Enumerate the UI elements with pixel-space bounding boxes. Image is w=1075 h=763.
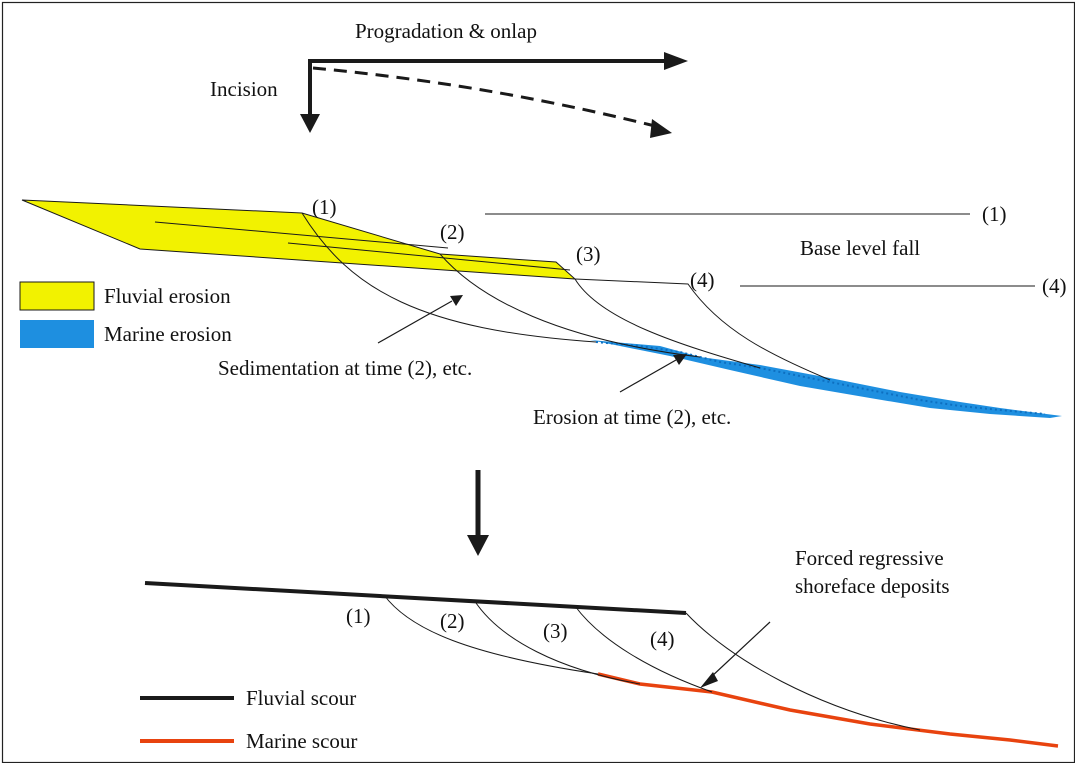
legend-fluvial-scour: Fluvial scour	[140, 686, 356, 710]
lower-time-1-label: (1)	[346, 604, 371, 628]
legend-marine-scour: Marine scour	[140, 729, 357, 753]
base-level-fall-label: Base level fall	[800, 236, 920, 260]
lower-time-4-label: (4)	[650, 627, 675, 651]
sedimentation-label: Sedimentation at time (2), etc.	[218, 356, 472, 380]
fluvial-erosion-legend-label: Fluvial erosion	[104, 284, 231, 308]
dashed-trajectory-arrow	[312, 66, 672, 138]
upper-time-4-label: (4)	[690, 268, 715, 292]
progradation-label: Progradation & onlap	[355, 19, 537, 43]
fluvial-erosion-swatch	[19, 281, 95, 311]
upper-time-2-label: (2)	[440, 220, 465, 244]
marine-scour-legend-label: Marine scour	[246, 729, 357, 753]
incision-arrow	[300, 59, 320, 133]
lower-surfaces	[144, 581, 1059, 748]
legend-marine-erosion: Marine erosion	[20, 320, 232, 348]
marine-erosion-swatch	[20, 320, 94, 348]
marine-erosion-legend-label: Marine erosion	[104, 322, 232, 346]
legend-fluvial-erosion: Fluvial erosion	[19, 281, 231, 311]
lower-time-3-label: (3)	[543, 619, 568, 643]
erosion-label: Erosion at time (2), etc.	[533, 405, 731, 429]
deposits-label-line2: shoreface deposits	[795, 574, 950, 598]
progradation-arrow	[310, 52, 688, 70]
lower-time-2-label: (2)	[440, 609, 465, 633]
upper-callout-arrows	[377, 295, 687, 393]
deposits-callout-arrow	[700, 621, 771, 688]
surface-lines-upper	[301, 212, 1035, 381]
base-level-4-label: (4)	[1042, 274, 1067, 298]
incision-label: Incision	[210, 77, 278, 101]
deposits-label-line1: Forced regressive	[795, 546, 944, 570]
marine-scour-line	[597, 672, 1059, 748]
transition-down-arrow	[467, 470, 489, 556]
base-level-1-label: (1)	[982, 202, 1007, 226]
fluvial-scour-legend-label: Fluvial scour	[246, 686, 356, 710]
upper-time-3-label: (3)	[576, 242, 601, 266]
fluvial-scour-line	[144, 581, 687, 615]
upper-time-1-label: (1)	[312, 195, 337, 219]
marine-erosion-area	[590, 340, 1062, 418]
